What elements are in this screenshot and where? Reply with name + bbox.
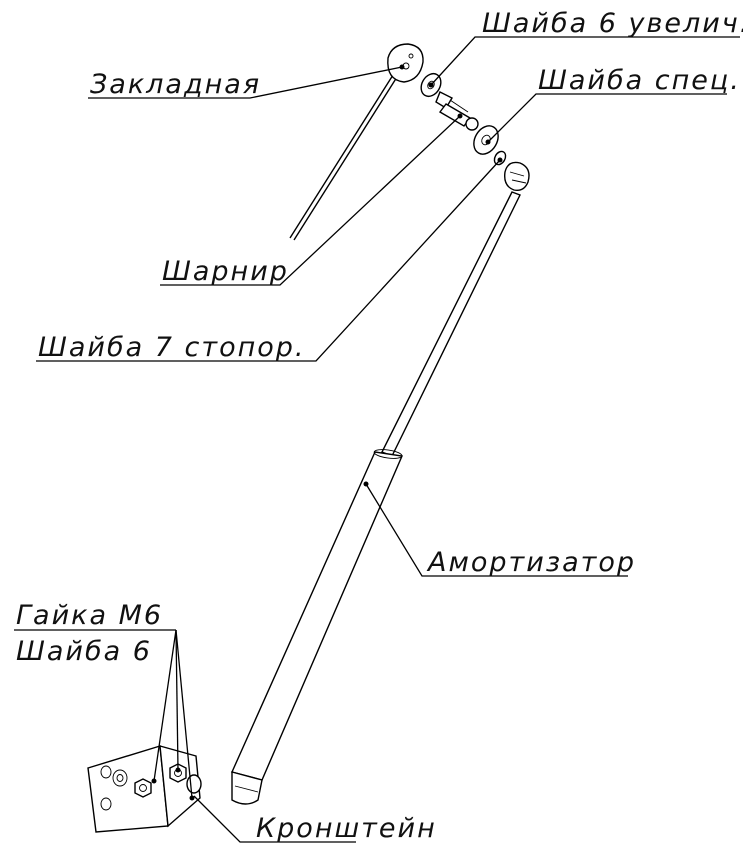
part-nut-and-washer: [134, 763, 202, 798]
part-special-washer: [473, 125, 499, 155]
part-bracket: [87, 745, 201, 833]
label-washer-6-enlarged: Шайба 6 увелич.: [482, 8, 743, 39]
label-special-washer: Шайба спец.: [538, 65, 741, 96]
label-washer-6: Шайба 6: [16, 636, 152, 667]
label-bracket: Кронштейн: [256, 813, 437, 844]
part-gas-strut: [231, 161, 530, 805]
part-embedded-plate: [289, 43, 424, 241]
label-nut-m6: Гайка М6: [16, 600, 163, 631]
label-lock-washer-7: Шайба 7 стопор.: [38, 332, 306, 363]
label-ball-joint: Шарнир: [162, 256, 289, 287]
label-gas-strut: Амортизатор: [426, 547, 636, 578]
part-ball-joint: [435, 91, 479, 131]
label-embedded-plate: Закладная: [90, 69, 261, 100]
leader-lines: [14, 36, 740, 843]
